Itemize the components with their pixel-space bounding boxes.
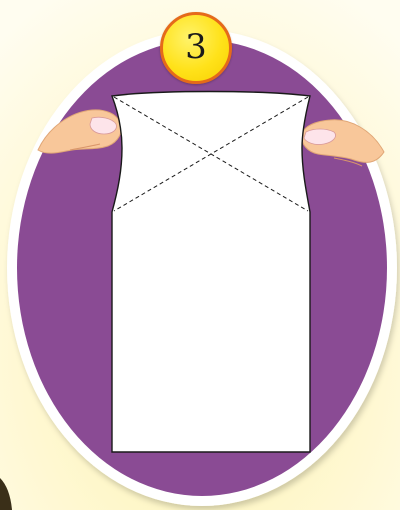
step-number: 3 [185,30,207,64]
paper-sheet [112,92,310,453]
step-number-badge: 3 [160,12,232,84]
